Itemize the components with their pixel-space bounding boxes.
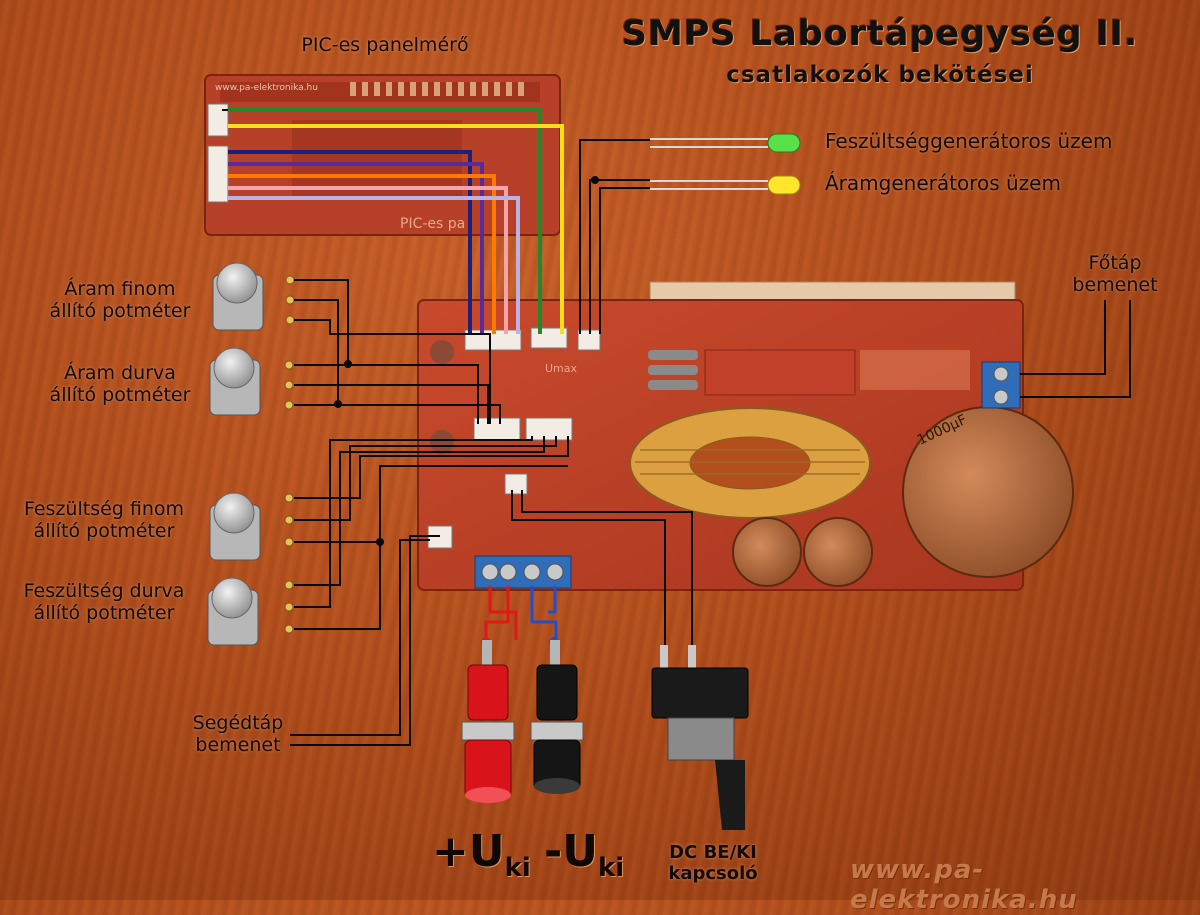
voltage-fine-label: Feszültség finom állító potméter bbox=[4, 498, 204, 543]
current-coarse-line2: állító potméter bbox=[49, 384, 191, 407]
output-plus-main: +U bbox=[432, 826, 505, 877]
voltage-coarse-label: Feszültség durva állító potméter bbox=[4, 580, 204, 625]
page-title: SMPS Labortápegység II. bbox=[621, 14, 1139, 54]
current-mode-label: Áramgenerátoros üzem bbox=[825, 171, 1061, 195]
pot-current-fine bbox=[212, 262, 264, 331]
pot-wires bbox=[294, 279, 569, 630]
pot-voltage-fine bbox=[209, 492, 261, 561]
output-minus-main: -U bbox=[544, 826, 598, 877]
voltage-coarse-line1: Feszültség durva bbox=[23, 580, 185, 602]
pcb-connectors bbox=[427, 327, 601, 549]
meter-wires bbox=[228, 108, 564, 334]
led-wires bbox=[579, 139, 650, 334]
main-power-line1: Főtáp bbox=[1088, 252, 1142, 274]
voltage-mode-label: Feszültséggenerátoros üzem bbox=[825, 129, 1113, 153]
main-power-terminal bbox=[981, 361, 1021, 409]
main-power-label: Főtáp bemenet bbox=[1050, 252, 1180, 297]
page-subtitle: csatlakozók bekötései bbox=[726, 62, 1034, 88]
current-fine-line1: Áram finom bbox=[64, 278, 176, 300]
aux-power-line1: Segédtáp bbox=[192, 712, 284, 734]
meter-board-text: PIC-es pa bbox=[400, 216, 465, 232]
aux-power-label: Segédtáp bemenet bbox=[178, 712, 298, 757]
switch-line1: DC BE/KI bbox=[669, 842, 757, 863]
pot-voltage-coarse bbox=[207, 577, 259, 646]
main-power-line2: bemenet bbox=[1072, 274, 1158, 297]
watermark: www.pa-elektronika.hu bbox=[850, 855, 1078, 915]
voltage-fine-line2: állító potméter bbox=[33, 520, 175, 543]
yellow-led bbox=[650, 175, 801, 195]
switch-wires bbox=[511, 490, 693, 650]
output-wires bbox=[481, 586, 559, 647]
output-plus-label: +Uki bbox=[432, 826, 531, 883]
current-fine-label: Áram finom állító potméter bbox=[20, 278, 220, 323]
aux-power-line2: bemenet bbox=[195, 734, 281, 757]
pot-pins bbox=[284, 275, 295, 634]
meter-url-text: www.pa-elektronika.hu bbox=[215, 83, 318, 93]
red-jack bbox=[461, 640, 515, 803]
meter-label: PIC-es panelmérő bbox=[301, 34, 469, 56]
main-power-wires bbox=[1020, 300, 1131, 398]
green-led bbox=[650, 133, 801, 153]
umax-label: Umax bbox=[545, 362, 578, 375]
pot-current-coarse bbox=[209, 347, 261, 416]
current-coarse-line1: Áram durva bbox=[64, 362, 176, 384]
switch-label: DC BE/KI kapcsoló bbox=[648, 842, 778, 884]
voltage-fine-line1: Feszültség finom bbox=[23, 498, 185, 520]
voltage-coarse-line2: állító potméter bbox=[33, 602, 175, 625]
toggle-switch bbox=[651, 645, 749, 830]
output-plus-sub: ki bbox=[504, 852, 531, 883]
main-pcb: 1000µF Umax bbox=[417, 281, 1074, 591]
current-coarse-label: Áram durva állító potméter bbox=[20, 362, 220, 407]
current-fine-line2: állító potméter bbox=[49, 300, 191, 323]
output-terminal-block bbox=[474, 555, 572, 589]
switch-line2: kapcsoló bbox=[668, 863, 758, 885]
output-minus-label: -Uki bbox=[544, 826, 624, 883]
black-jack bbox=[530, 640, 584, 794]
output-minus-sub: ki bbox=[598, 852, 625, 883]
aux-power-wires bbox=[290, 535, 440, 746]
